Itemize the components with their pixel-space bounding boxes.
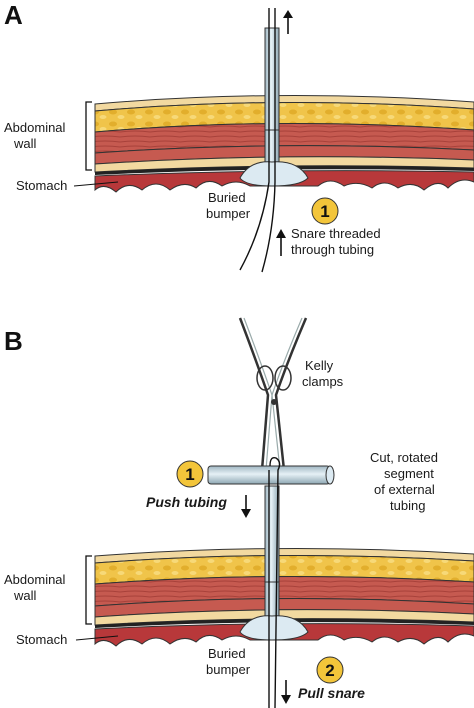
bumper-label-a-1: Buried bbox=[208, 190, 246, 205]
snare-wire-a-left bbox=[239, 8, 270, 271]
step-badge-a bbox=[311, 197, 339, 225]
step-text-a-1: Snare threaded bbox=[291, 226, 381, 241]
abdominal-wall-label-a-1: Abdominal bbox=[4, 120, 66, 135]
segment-label-3: of external bbox=[374, 482, 435, 497]
bumper-label-b-1: Buried bbox=[208, 646, 246, 661]
step2-number-b: 2 bbox=[325, 661, 334, 680]
kelly-clamps bbox=[238, 317, 308, 471]
panel-b: B Kelly clamps Cut, rotated segment of e… bbox=[4, 317, 474, 708]
step1-badge-b bbox=[176, 460, 204, 488]
panel-b-letter: B bbox=[4, 326, 23, 356]
step1-number-b: 1 bbox=[185, 465, 194, 484]
segment-label-2: segment bbox=[384, 466, 434, 481]
abdominal-wall-label-b-2: wall bbox=[13, 588, 37, 603]
step2-badge-b bbox=[316, 656, 344, 684]
abdominal-wall-label-b-1: Abdominal bbox=[4, 572, 66, 587]
stomach-label-a: Stomach bbox=[16, 178, 67, 193]
bumper-label-b-2: bumper bbox=[206, 662, 251, 677]
clamps-label-1: Kelly bbox=[305, 358, 334, 373]
tube-a bbox=[264, 27, 280, 181]
snare-wire-a-right bbox=[261, 8, 276, 273]
panel-a: A Abdominal wall Stomach Buried bu bbox=[4, 0, 474, 273]
stomach-leader-a bbox=[73, 181, 119, 187]
abdominal-wall-bracket-a bbox=[85, 101, 92, 171]
clamps-label-2: clamps bbox=[302, 374, 344, 389]
abdominal-wall-bracket-b bbox=[85, 555, 92, 625]
step-number-a: 1 bbox=[320, 202, 329, 221]
step1-text-b: Push tubing bbox=[146, 494, 227, 510]
buried-bumper-a bbox=[239, 161, 309, 187]
abdominal-wall-layers-a bbox=[94, 94, 474, 175]
bumper-label-a-2: bumper bbox=[206, 206, 251, 221]
step-text-a-2: through tubing bbox=[291, 242, 374, 257]
abdominal-wall-label-a-2: wall bbox=[13, 136, 37, 151]
step2-text-b: Pull snare bbox=[298, 685, 365, 701]
buried-bumper-b bbox=[239, 615, 309, 641]
panel-a-letter: A bbox=[4, 0, 23, 30]
stomach-leader-b bbox=[75, 635, 119, 641]
snare-wire-b bbox=[269, 456, 281, 708]
stomach-label-b: Stomach bbox=[16, 632, 67, 647]
segment-label-4: tubing bbox=[390, 498, 425, 513]
segment-label-1: Cut, rotated bbox=[370, 450, 438, 465]
